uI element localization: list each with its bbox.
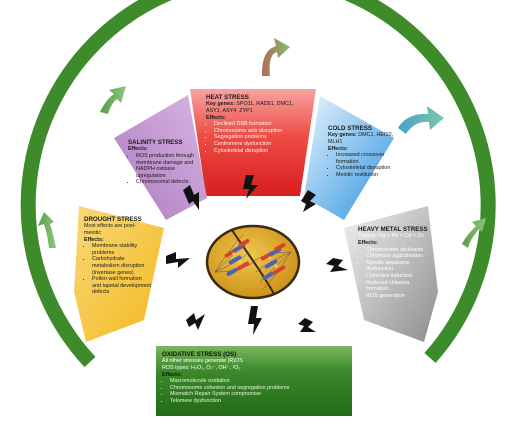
drought-note: Most effects are post-meiotic (84, 223, 136, 236)
drought-stress-text: DROUGHT STRESS Most effects are post-mei… (84, 216, 152, 296)
heavy-metal-toxicity: Toxicity: Hg > Pb > Cd > Zn (358, 233, 424, 240)
cold-stress-panel (304, 96, 394, 220)
lightning-bolt-icon (298, 318, 316, 332)
list-item: Declined DSB formation (214, 121, 308, 128)
heavy-metal-stress-panel (344, 206, 438, 342)
heat-effects-label: Effects: (206, 114, 226, 121)
list-item: ROS production through membrane damage a… (136, 153, 196, 179)
heavy-metal-effects-label: Effects: (358, 240, 378, 246)
heat-effects-list: Declined DSB formation Chromosome axis d… (206, 121, 308, 154)
drought-stress-panel (74, 206, 164, 342)
salinity-stress-title: SALINITY STRESS (128, 139, 183, 146)
salinity-stress-text: SALINITY STRESS Effects: ROS production … (128, 139, 196, 186)
heavy-metal-stress-title: HEAVY METAL STRESS (358, 226, 428, 233)
list-item: Spindle apparatus dysfunction (366, 260, 432, 273)
list-item: Cytomixis induction (366, 273, 432, 280)
oxidative-stress-text: OXIDATIVE STRESS (OS) All other stresses… (162, 351, 348, 405)
cold-key-genes: DMC1, HEI10, MLH1 (328, 132, 394, 145)
list-item: Cytoskeletal disruption (214, 148, 308, 155)
list-item: Mismatch Repair System compromise (170, 391, 348, 398)
lightning-bolt-icon (326, 258, 348, 272)
curved-arrow-icon (462, 218, 486, 248)
list-item: Chromosomal defects (136, 179, 196, 186)
heavy-metal-effects-list: Chromosome stickiness Chromatin agglutin… (358, 247, 432, 300)
cold-stress-title: COLD STRESS (328, 125, 373, 132)
oxidative-ros-types: ROS types: H₂O₂, O₂⁻, OH⁻, ¹O₂ (162, 365, 241, 371)
list-item: Chromosome axis disruption (214, 128, 308, 135)
lightning-bolt-icon (166, 252, 190, 268)
heavy-metal-stress-text: HEAVY METAL STRESS Toxicity: Hg > Pb > C… (358, 226, 432, 299)
list-item: Carbohydrate metabolism disruption (inve… (92, 256, 152, 276)
cold-effects-list: Increased crossover formation Cytoskelet… (328, 152, 394, 178)
salinity-stress-panel (114, 95, 207, 220)
list-item: Macromolecule oxidation (170, 378, 348, 385)
cold-key-genes-label: Key genes: (328, 132, 357, 139)
list-item: Reduced chiasma formation (366, 280, 432, 293)
salinity-effects-list: ROS production through membrane damage a… (128, 153, 196, 186)
outer-cycle-arc (20, 0, 496, 368)
heat-key-genes-label: Key genes: (206, 101, 235, 108)
list-item: Cytoskeletal disruption (336, 165, 394, 172)
list-item: Chromatin agglutination (366, 253, 432, 260)
lightning-bolt-icon (243, 175, 258, 199)
heat-key-genes: SPO11, RAD51, DMC1, ASY1, ASY4, ZYP1 (206, 101, 294, 114)
list-item: Centromere dysfunction (214, 141, 308, 148)
salinity-effects-label: Effects: (128, 146, 148, 153)
lightning-bolt-icon (186, 313, 205, 330)
list-item: Membrane stability problems (92, 243, 152, 256)
list-item: Increased crossover formation (336, 152, 394, 165)
drought-stress-title: DROUGHT STRESS (84, 216, 142, 223)
oxidative-note: All other stresses generate (R)OS (162, 358, 243, 365)
cold-stress-text: COLD STRESS Key genes: DMC1, HEI10, MLH1… (328, 125, 394, 179)
oxidative-effects-label: Effects: (162, 371, 182, 378)
lightning-bolt-icon (301, 190, 316, 212)
list-item: Meiotic restitution (336, 172, 394, 179)
list-item: Chromosome stickiness (366, 247, 432, 254)
heat-stress-text: HEAT STRESS Key genes: SPO11, RAD51, DMC… (206, 94, 308, 154)
lightning-bolt-icon (248, 306, 262, 335)
curved-arrow-icon (262, 38, 290, 76)
meiotic-cell-icon (205, 224, 301, 300)
drought-effects-list: Membrane stability problems Carbohydrate… (84, 243, 152, 296)
drought-effects-label: Effects: (84, 236, 104, 243)
list-item: Telomere dysfunction (170, 398, 348, 405)
list-item: Chromosome cohesion and segregation prob… (170, 385, 348, 392)
cold-effects-label: Effects: (328, 145, 348, 152)
lightning-bolt-icon (183, 185, 199, 210)
curved-arrow-icon (100, 86, 126, 114)
curved-arrow-icon (38, 212, 56, 248)
list-item: Segregation problems (214, 134, 308, 141)
list-item: Pollen wall formation and tapetal develo… (92, 276, 152, 296)
list-item: ROS generation (366, 293, 432, 300)
oxidative-effects-list: Macromolecule oxidation Chromosome cohes… (162, 378, 348, 404)
heat-stress-title: HEAT STRESS (206, 94, 249, 101)
oxidative-stress-panel (156, 346, 352, 416)
heat-stress-panel (190, 89, 316, 196)
curved-arrow-icon (398, 106, 444, 134)
oxidative-stress-title: OXIDATIVE STRESS (OS) (162, 351, 237, 358)
